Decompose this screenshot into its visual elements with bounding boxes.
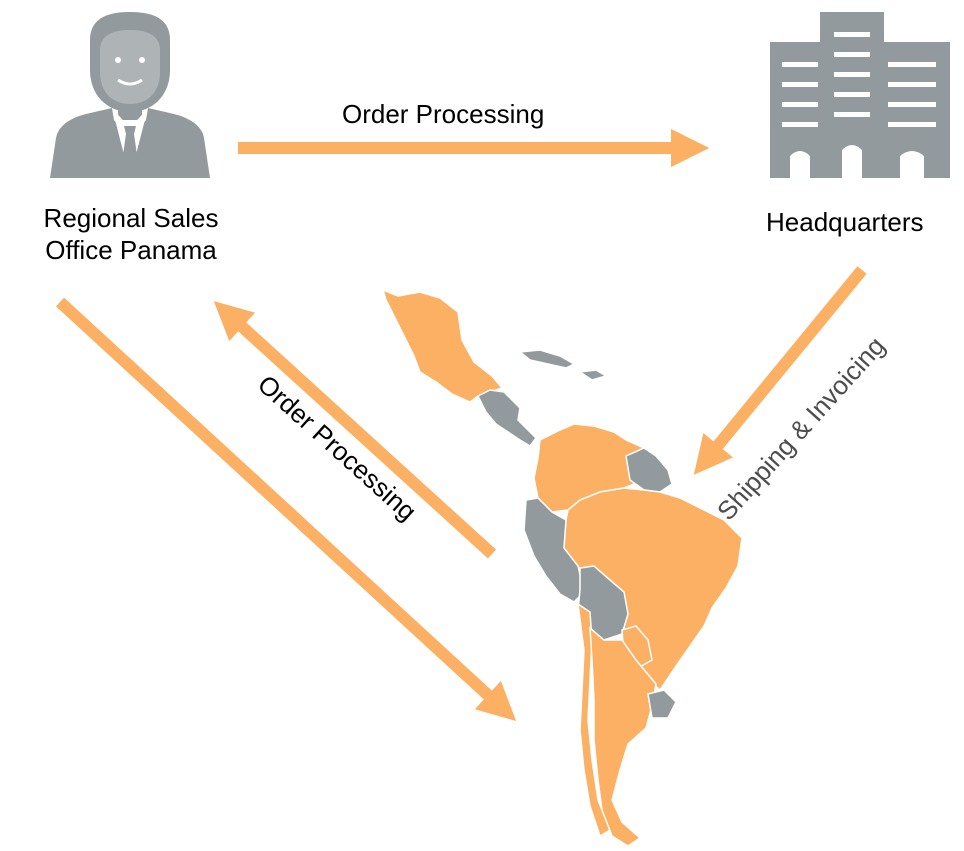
office-building-icon	[770, 12, 950, 178]
regional-office-label-line2: Office Panama	[45, 235, 217, 265]
map-region-central-america	[476, 389, 537, 447]
arrow-shipping-invoicing	[693, 266, 867, 475]
map-region-colombia-venezuela	[533, 423, 657, 513]
map-region-guianas	[625, 447, 673, 493]
map-region-mexico	[381, 288, 504, 403]
latin-america-map	[381, 288, 743, 847]
headquarters-label: Headquarters	[766, 207, 924, 237]
arrow-direct-to-region	[55, 297, 517, 721]
map-region-hispaniola	[577, 369, 608, 381]
arrow-order-processing-back	[213, 301, 497, 559]
map-region-uruguay	[647, 689, 677, 719]
regional-office-label-line1: Regional Sales	[43, 203, 219, 233]
edge-label-top: Order Processing	[342, 99, 545, 129]
businessman-icon	[50, 12, 210, 178]
map-region-cuba	[518, 349, 576, 369]
regional-office-label: Regional Sales Office Panama	[0, 202, 262, 266]
map-region-argentina	[589, 626, 657, 847]
